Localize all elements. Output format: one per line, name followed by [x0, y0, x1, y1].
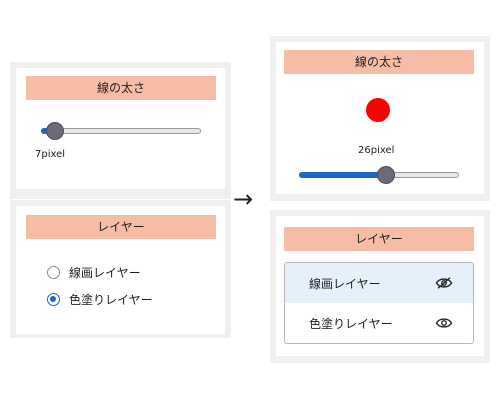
layer-list: 線画レイヤー 色塗りレイヤー	[284, 262, 474, 344]
left-layer-title: レイヤー	[26, 215, 216, 239]
layer-item-label: 色塗りレイヤー	[309, 316, 393, 331]
right-thickness-panel: 線の太さ 26pixel	[276, 42, 484, 194]
left-thickness-title: 線の太さ	[26, 76, 216, 100]
right-thickness-value: 26pixel	[358, 145, 395, 156]
left-layer-panel: レイヤー 線画レイヤー 色塗りレイヤー	[16, 206, 225, 334]
radio-color-layer[interactable]: 色塗りレイヤー	[47, 291, 153, 308]
left-thickness-panel: 線の太さ 7pixel	[16, 68, 225, 189]
right-thickness-title: 線の太さ	[284, 50, 474, 74]
transition-arrow: →	[233, 185, 254, 213]
left-slider-thumb[interactable]	[46, 122, 64, 140]
radio-line-layer[interactable]: 線画レイヤー	[47, 264, 141, 281]
right-slider-fill	[299, 172, 386, 178]
left-thickness-slider[interactable]	[41, 122, 201, 140]
left-thickness-value: 7pixel	[35, 149, 66, 160]
layer-item-color[interactable]: 色塗りレイヤー	[285, 303, 473, 343]
radio-button[interactable]	[47, 293, 60, 306]
right-layer-panel: レイヤー 線画レイヤー 色塗りレイヤー	[276, 216, 484, 356]
brush-preview-dot	[366, 98, 390, 122]
eye-slash-icon[interactable]	[435, 276, 453, 290]
radio-button[interactable]	[47, 266, 60, 279]
eye-icon[interactable]	[435, 316, 453, 330]
layer-item-line[interactable]: 線画レイヤー	[285, 263, 473, 303]
radio-label: 色塗りレイヤー	[69, 293, 153, 307]
right-slider-thumb[interactable]	[376, 166, 395, 184]
right-layer-title: レイヤー	[284, 227, 474, 251]
layer-item-label: 線画レイヤー	[309, 276, 381, 291]
right-thickness-slider[interactable]	[299, 166, 459, 184]
radio-label: 線画レイヤー	[69, 266, 141, 280]
left-slider-track	[41, 128, 201, 134]
